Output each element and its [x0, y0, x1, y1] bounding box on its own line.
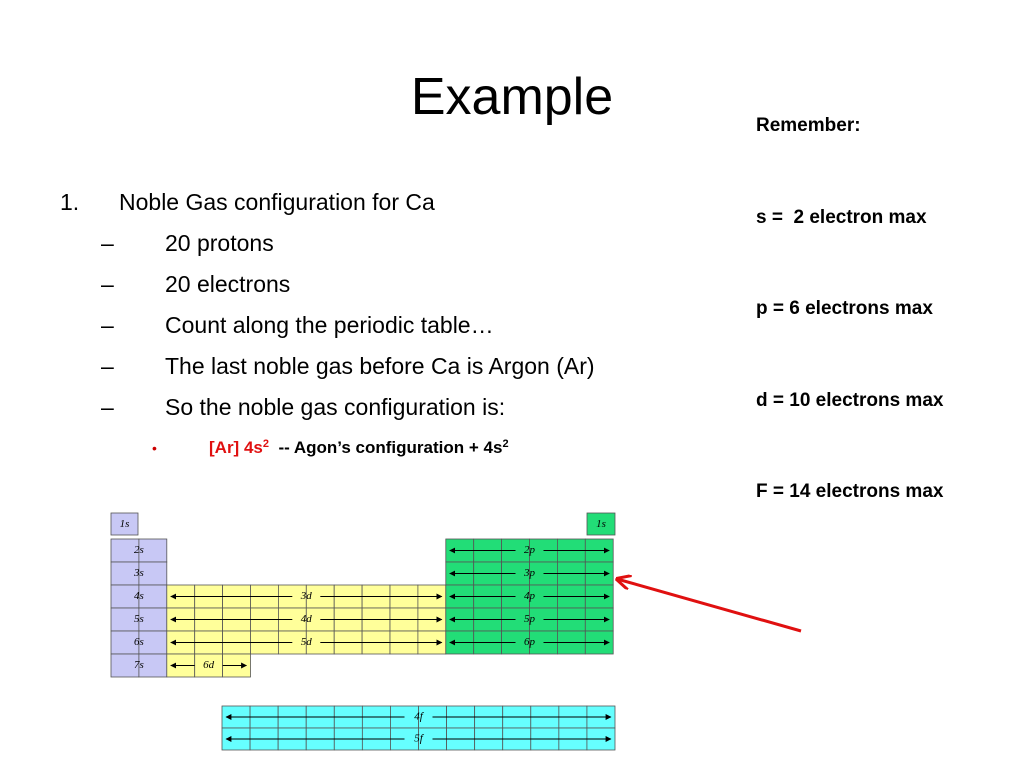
f-block: 4f 5f [221, 705, 616, 751]
dash-marker: – [101, 394, 114, 420]
sub-item-text: 20 electrons [165, 271, 291, 297]
answer-config: [Ar] 4s2 [209, 438, 269, 457]
answer-explanation: -- Agon’s configuration + 4s2 [278, 438, 509, 457]
s-label: 4s [134, 590, 144, 602]
sub-item-text: The last noble gas before Ca is Argon (A… [165, 353, 595, 379]
p-block: 2p 3p 4p 5p 6p [445, 538, 614, 655]
dash-marker: – [101, 353, 114, 379]
cell-he [586, 512, 616, 536]
f-row-label: 4f [414, 711, 425, 723]
helium-cell: 1s [586, 512, 616, 536]
list-item-text: Noble Gas configuration for Ca [119, 189, 435, 215]
sub-item-text: So the noble gas configuration is: [165, 394, 506, 420]
s-label: 3s [133, 567, 144, 579]
p-row-label: 3p [523, 567, 536, 579]
remember-line-f: F = 14 electrons max [756, 481, 944, 502]
answer-text: [Ar] 4s2 -- Agon’s configuration + 4s2 [209, 428, 509, 468]
p-row-label: 5p [524, 613, 536, 625]
s-block: 1s 2s 3s 4s 5s 6s 7s [110, 512, 168, 678]
red-pointer-arrow [617, 579, 802, 633]
slide-title: Example [410, 68, 614, 126]
sub-item-text: 20 protons [165, 230, 274, 256]
bullet-marker: • [152, 440, 157, 456]
p-row-label: 2p [524, 544, 536, 556]
remember-line-p: p = 6 electrons max [756, 298, 933, 319]
dash-marker: – [101, 271, 114, 297]
f-row-label: 5f [414, 733, 425, 745]
sub-item-text: Count along the periodic table… [165, 312, 494, 338]
d-row-label: 6d [203, 659, 215, 671]
d-row-label: 3d [300, 590, 313, 602]
d-row-label: 5d [301, 636, 313, 648]
remember-heading: Remember: [756, 115, 861, 136]
dash-marker: – [101, 312, 114, 338]
d-row-label: 4d [301, 613, 313, 625]
s-label: 6s [134, 636, 144, 648]
p-row-label: 6p [524, 636, 536, 648]
he-label: 1s [596, 518, 606, 530]
list-number: 1. [60, 189, 80, 215]
remember-line-d: d = 10 electrons max [756, 389, 944, 411]
s-label: 5s [134, 613, 144, 625]
d-block: 3d 4d 5d 6d [166, 584, 447, 678]
s-label: 2s [134, 544, 144, 556]
dash-marker: – [101, 230, 114, 256]
s-label: 1s [120, 518, 130, 530]
remember-line-s: s = 2 electron max [756, 206, 927, 228]
cell-1s [110, 512, 139, 536]
s-label: 7s [134, 659, 144, 671]
p-row-label: 4p [524, 590, 536, 602]
remember-note: Remember: s = 2 electron max p = 6 elect… [756, 50, 943, 569]
